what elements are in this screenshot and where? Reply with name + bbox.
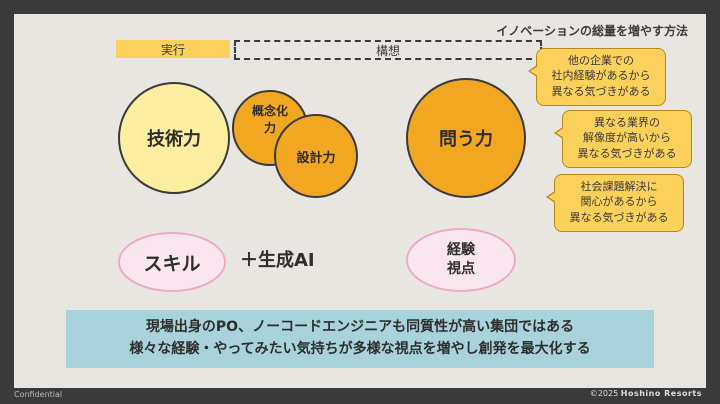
speech-bubble-other-company: 他の企業での 社内経験があるから 異なる気づきがある <box>528 48 666 106</box>
copyright-year: ©2025 <box>589 389 619 398</box>
brand-logo-text: Hoshino Resorts <box>620 389 702 398</box>
skill-label: スキル <box>143 252 201 275</box>
speech-bubble-social-issues: 社会課題解決に 関心があるから 異なる気づきがある <box>546 174 684 232</box>
skill-oval: スキル <box>118 232 226 292</box>
design-skill-label: 設計力 <box>296 150 336 166</box>
bubble-line: 社会課題解決に <box>580 180 658 193</box>
conceptualization-label-line2: 力 <box>263 121 276 135</box>
tech-skill-label: 技術力 <box>147 129 201 150</box>
questioning-label: 問う力 <box>439 129 493 150</box>
bubble-line: 異なる気づきがある <box>569 210 669 224</box>
plus-generative-ai: ＋生成AI <box>240 250 315 271</box>
confidential-label: Confidential <box>14 390 63 399</box>
speech-bubble-other-industry: 異なる業界の 解像度が高いから 異なる気づきがある <box>554 110 692 168</box>
design-skill-circle: 設計力 <box>274 114 358 198</box>
summary-line-1: 現場出身のPO、ノーコードエンジニアも同質性が高い集団ではある <box>145 319 575 336</box>
bubble-line: 異なる気づきがある <box>577 146 677 160</box>
slide: イノベーションの総量を増やす方法 実行 構想 技術力 概念化 力 設計力 問う力… <box>14 14 706 388</box>
viewpoint-label: 視点 <box>447 261 475 277</box>
summary-line-2: 様々な経験・やってみたい気持ちが多様な視点を増やし創発を最大化する <box>129 341 591 357</box>
slide-title: イノベーションの総量を増やす方法 <box>496 24 688 38</box>
bubble-line: 解像度が高いから <box>583 131 671 145</box>
bubble-line: 異なる気づきがある <box>551 84 651 98</box>
experience-viewpoint-oval: 経験 視点 <box>406 228 516 292</box>
bubble-line: 異なる業界の <box>594 116 660 129</box>
conceptualization-label-line1: 概念化 <box>251 104 288 118</box>
planning-label: 構想 <box>234 40 542 60</box>
summary-banner: 現場出身のPO、ノーコードエンジニアも同質性が高い集団ではある 様々な経験・やっ… <box>66 310 654 368</box>
experience-label: 経験 <box>447 242 475 259</box>
questioning-circle: 問う力 <box>406 78 526 198</box>
bubble-line: 他の企業での <box>568 54 634 67</box>
execution-label: 実行 <box>116 40 230 58</box>
bubble-line: 社内経験があるから <box>551 69 651 83</box>
tech-skill-circle: 技術力 <box>118 82 230 194</box>
bubble-line: 関心があるから <box>580 195 658 209</box>
footer-copyright: ©2025 Hoshino Resorts <box>590 389 702 398</box>
